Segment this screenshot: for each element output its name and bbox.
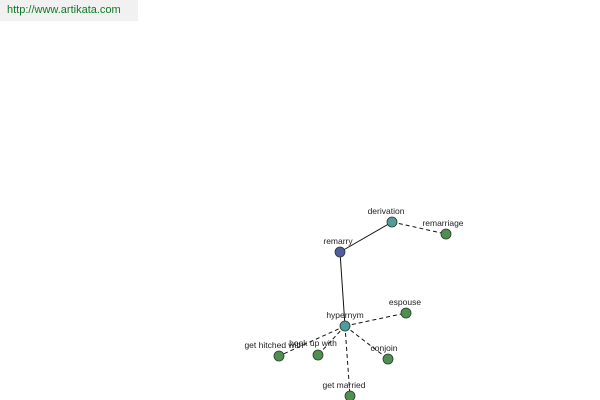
node-hypernym[interactable]: hypernym bbox=[326, 310, 364, 332]
node-dot-conjoin[interactable] bbox=[382, 353, 394, 365]
source-url-banner[interactable]: http://www.artikata.com bbox=[0, 0, 138, 21]
node-espouse[interactable]: espouse bbox=[389, 297, 421, 319]
graph-nodes: remarry derivation remarriage hypernym espou… bbox=[244, 206, 464, 400]
node-label-remarriage: remarriage bbox=[422, 218, 463, 228]
node-label-hypernym: hypernym bbox=[326, 310, 363, 320]
node-label-derivation: derivation bbox=[368, 206, 405, 216]
node-conjoin[interactable]: conjoin bbox=[371, 343, 398, 365]
node-dot-hook-up-with[interactable] bbox=[312, 349, 324, 361]
edge-hypernym-espouse bbox=[344, 312, 407, 327]
node-get-hitched-with[interactable]: get hitched with bbox=[244, 340, 304, 362]
node-label-espouse: espouse bbox=[389, 297, 421, 307]
edge-hypernym-conjoin bbox=[344, 325, 389, 360]
node-dot-get-married[interactable] bbox=[344, 390, 356, 400]
node-dot-remarriage[interactable] bbox=[440, 228, 452, 240]
node-label-hook-up-with: hook up with bbox=[289, 338, 337, 348]
node-label-conjoin: conjoin bbox=[371, 343, 398, 353]
node-remarriage[interactable]: remarriage bbox=[422, 218, 464, 240]
graph-edges bbox=[278, 221, 447, 397]
node-hook-up-with[interactable]: hook up with bbox=[289, 338, 337, 361]
node-dot-remarry[interactable] bbox=[334, 246, 346, 258]
node-remarry[interactable]: remarry bbox=[323, 236, 353, 258]
edge-hypernym-get-hitched-with bbox=[278, 325, 346, 357]
node-dot-espouse[interactable] bbox=[400, 307, 412, 319]
node-dot-hypernym[interactable] bbox=[339, 320, 351, 332]
edge-derivation-remarriage bbox=[391, 221, 447, 235]
source-url-text: http://www.artikata.com bbox=[7, 4, 121, 16]
node-label-get-hitched-with: get hitched with bbox=[244, 340, 303, 350]
node-dot-get-hitched-with[interactable] bbox=[273, 350, 285, 362]
node-derivation[interactable]: derivation bbox=[368, 206, 405, 228]
node-label-get-married: get married bbox=[323, 380, 366, 390]
edge-hypernym-get-married bbox=[344, 325, 351, 397]
edge-remarry-hypernym bbox=[339, 251, 346, 327]
node-dot-derivation[interactable] bbox=[386, 216, 398, 228]
node-label-remarry: remarry bbox=[323, 236, 353, 246]
edge-remarry-derivation bbox=[339, 221, 393, 253]
node-get-married[interactable]: get married bbox=[323, 380, 366, 400]
